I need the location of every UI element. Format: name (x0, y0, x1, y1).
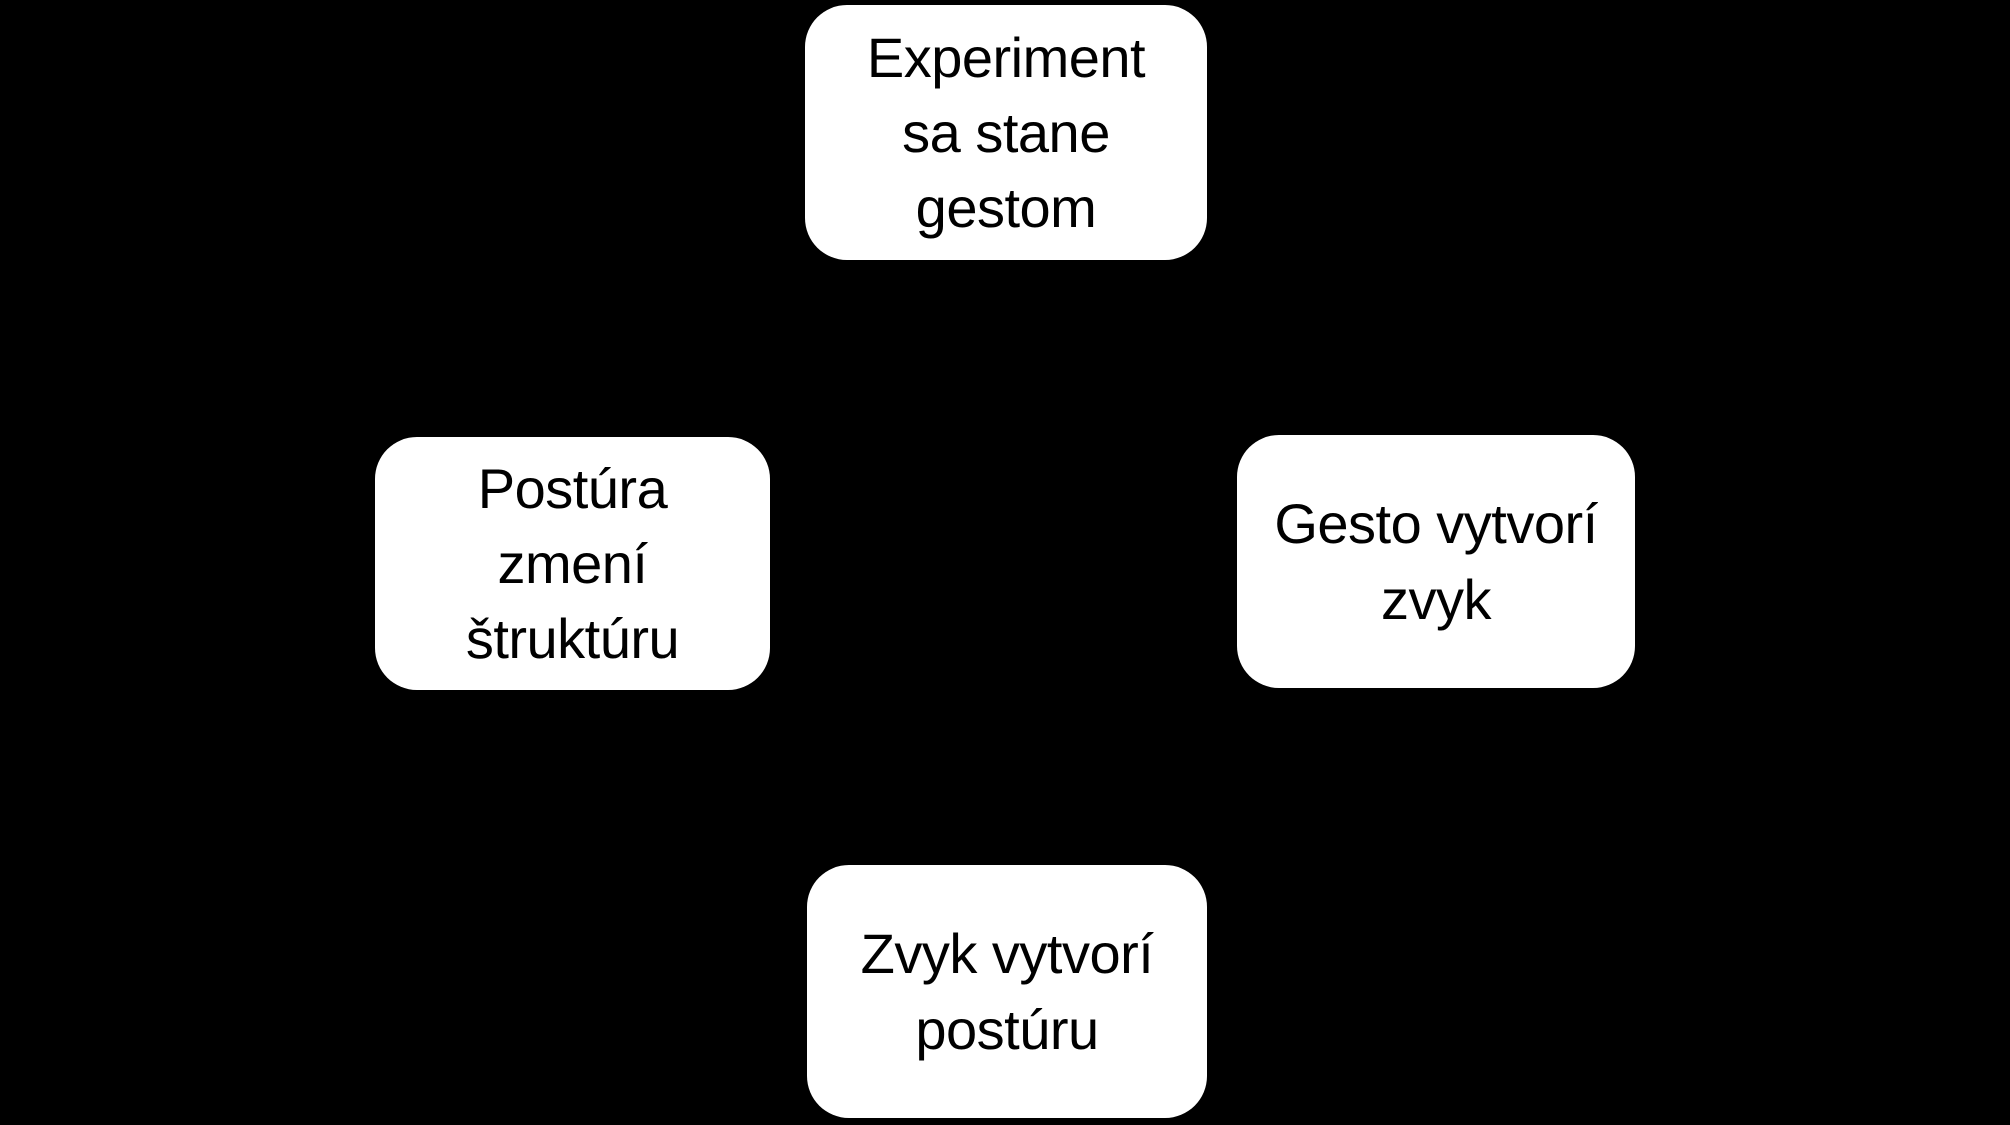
node-label: Experiment sa stane gestom (866, 25, 1146, 240)
node-label: Gesto vytvorí zvyk (1274, 492, 1598, 631)
node-gesto-vytvori-zvyk: Gesto vytvorí zvyk (1237, 435, 1635, 688)
node-experiment-sa-stane-gestom: Experiment sa stane gestom (805, 5, 1207, 260)
node-postura-zmeni-strukturu: Postúra zmení štruktúru (375, 437, 770, 690)
node-label: Zvyk vytvorí postúru (860, 922, 1154, 1061)
node-zvyk-vytvori-posturu: Zvyk vytvorí postúru (807, 865, 1207, 1118)
node-label: Postúra zmení štruktúru (465, 456, 680, 671)
